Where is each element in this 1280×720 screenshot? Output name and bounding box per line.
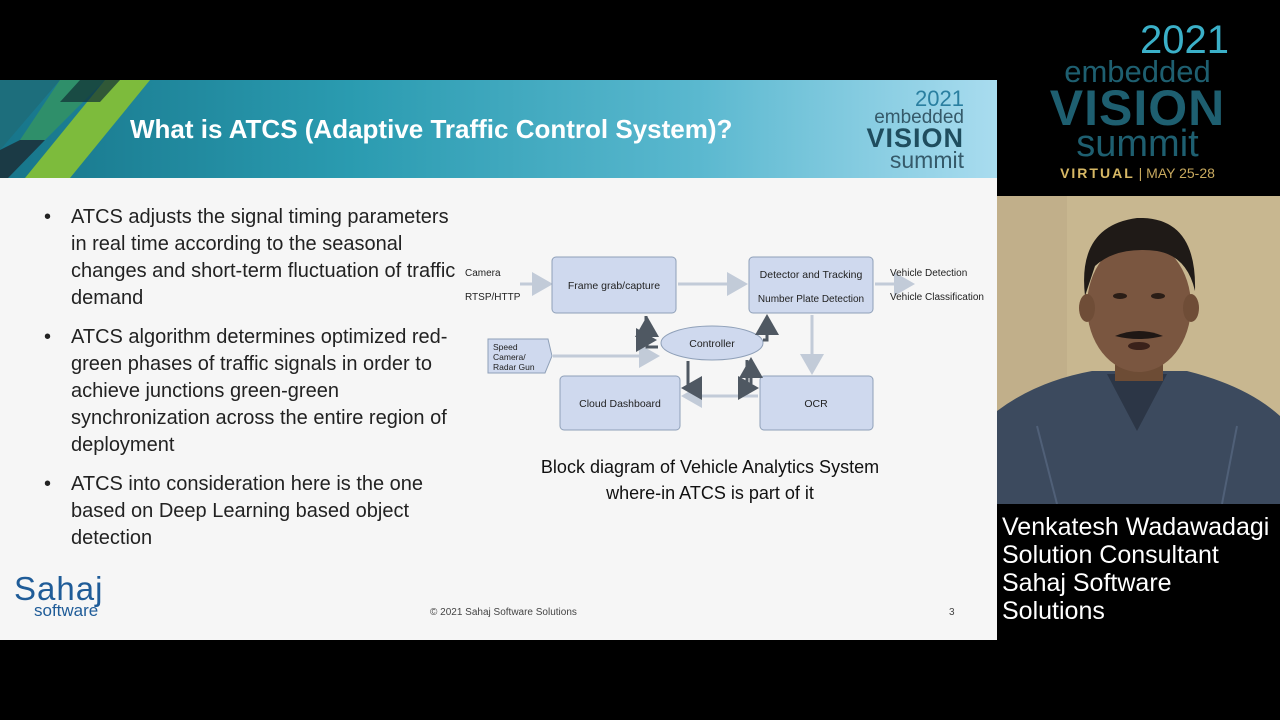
bullet-item: • ATCS algorithm determines optimized red…: [44, 324, 464, 459]
speaker-webcam-video: [997, 196, 1280, 504]
presentation-slide: What is ATCS (Adaptive Traffic Control S…: [0, 80, 997, 640]
event-logo-virtual-line: VIRTUAL | MAY 25-28: [1040, 166, 1235, 180]
diagram-protocol-label: RTSP/HTTP: [465, 292, 521, 303]
header-logo-vision: VISION: [866, 123, 964, 153]
event-virtual-text: VIRTUAL: [1060, 165, 1135, 181]
output-classification-label: Vehicle Classification: [890, 292, 984, 303]
speaker-company-line2: Solutions: [1002, 597, 1105, 625]
speaker-company-line1: Sahaj Software: [1002, 569, 1172, 597]
bullet-text: ATCS adjusts the signal timing parameter…: [71, 206, 456, 309]
speed-camera-line3: Radar Gun: [493, 362, 535, 372]
event-logo-summit: summit: [1076, 123, 1199, 165]
bullet-item: • ATCS adjusts the signal timing paramete…: [44, 204, 464, 312]
detector-box: [748, 256, 874, 314]
diagram-caption: Block diagram of Vehicle Analytics Syste…: [470, 454, 950, 506]
event-dates: MAY 25-28: [1146, 165, 1215, 181]
speaker-role: Solution Consultant: [1002, 541, 1219, 569]
speed-camera-line2: Camera/: [493, 352, 526, 362]
logo-software-text: software: [34, 601, 99, 620]
block-diagram: Camera RTSP/HTTP Frame grab/capture Dete…: [460, 248, 997, 438]
diagram-camera-label: Camera: [465, 268, 501, 279]
bullet-text: ATCS algorithm determines optimized red-…: [71, 326, 448, 456]
slide-title: What is ATCS (Adaptive Traffic Control S…: [130, 114, 733, 144]
event-logo-year: 2021: [1140, 18, 1229, 62]
speaker-name: Venkatesh Wadawadagi: [1002, 513, 1270, 541]
speaker-caption: Venkatesh Wadawadagi Solution Consultant…: [1002, 513, 1280, 625]
event-logo: 2021 embedded VISION summit VIRTUAL | MA…: [1040, 20, 1235, 180]
event-separator: |: [1138, 165, 1143, 181]
event-logo-embedded: embedded: [1064, 54, 1211, 89]
ocr-label: OCR: [804, 398, 828, 410]
slide-header: What is ATCS (Adaptive Traffic Control S…: [0, 80, 997, 178]
detector-label-line1: Detector and Tracking: [760, 269, 863, 281]
bullet-dot-icon: •: [44, 326, 52, 348]
bullet-text: ATCS into consideration here is the one …: [71, 473, 424, 549]
bullet-item: • ATCS into consideration here is the one…: [44, 471, 464, 552]
slide-page-number: 3: [949, 607, 955, 618]
detector-label-line2: Number Plate Detection: [758, 294, 864, 305]
caption-line1: Block diagram of Vehicle Analytics Syste…: [540, 457, 880, 477]
logo-sahaj-text: Sahaj: [14, 570, 104, 607]
ocr-box: [759, 375, 874, 431]
header-logo-embedded: embedded: [874, 107, 964, 128]
cloud-dashboard-label: Cloud Dashboard: [579, 398, 661, 410]
speaker-video-frame: [997, 196, 1280, 504]
speed-camera-node: [487, 338, 553, 374]
controller-label: Controller: [689, 338, 735, 350]
header-logo-summit: summit: [889, 147, 964, 173]
slide-copyright: © 2021 Sahaj Software Solutions: [430, 607, 577, 618]
frame-grab-box: [551, 256, 677, 314]
speed-camera-line1: Speed: [493, 342, 518, 352]
header-summit-logo: 2021 embedded VISION summit: [864, 88, 964, 172]
event-logo-vision: VISION: [1049, 80, 1226, 136]
cloud-dashboard-box: [559, 375, 681, 431]
bullet-list: • ATCS adjusts the signal timing paramete…: [44, 204, 464, 564]
header-logo-year: 2021: [915, 86, 964, 111]
bullet-dot-icon: •: [44, 473, 52, 495]
sahaj-software-logo: Sahaj software: [14, 572, 134, 619]
output-detection-label: Vehicle Detection: [890, 268, 967, 279]
header-decoration-graphic: [0, 80, 150, 178]
caption-line2: where-in ATCS is part of it: [606, 483, 814, 503]
controller-node: [660, 325, 764, 361]
bullet-dot-icon: •: [44, 206, 52, 228]
frame-grab-label: Frame grab/capture: [568, 280, 660, 292]
